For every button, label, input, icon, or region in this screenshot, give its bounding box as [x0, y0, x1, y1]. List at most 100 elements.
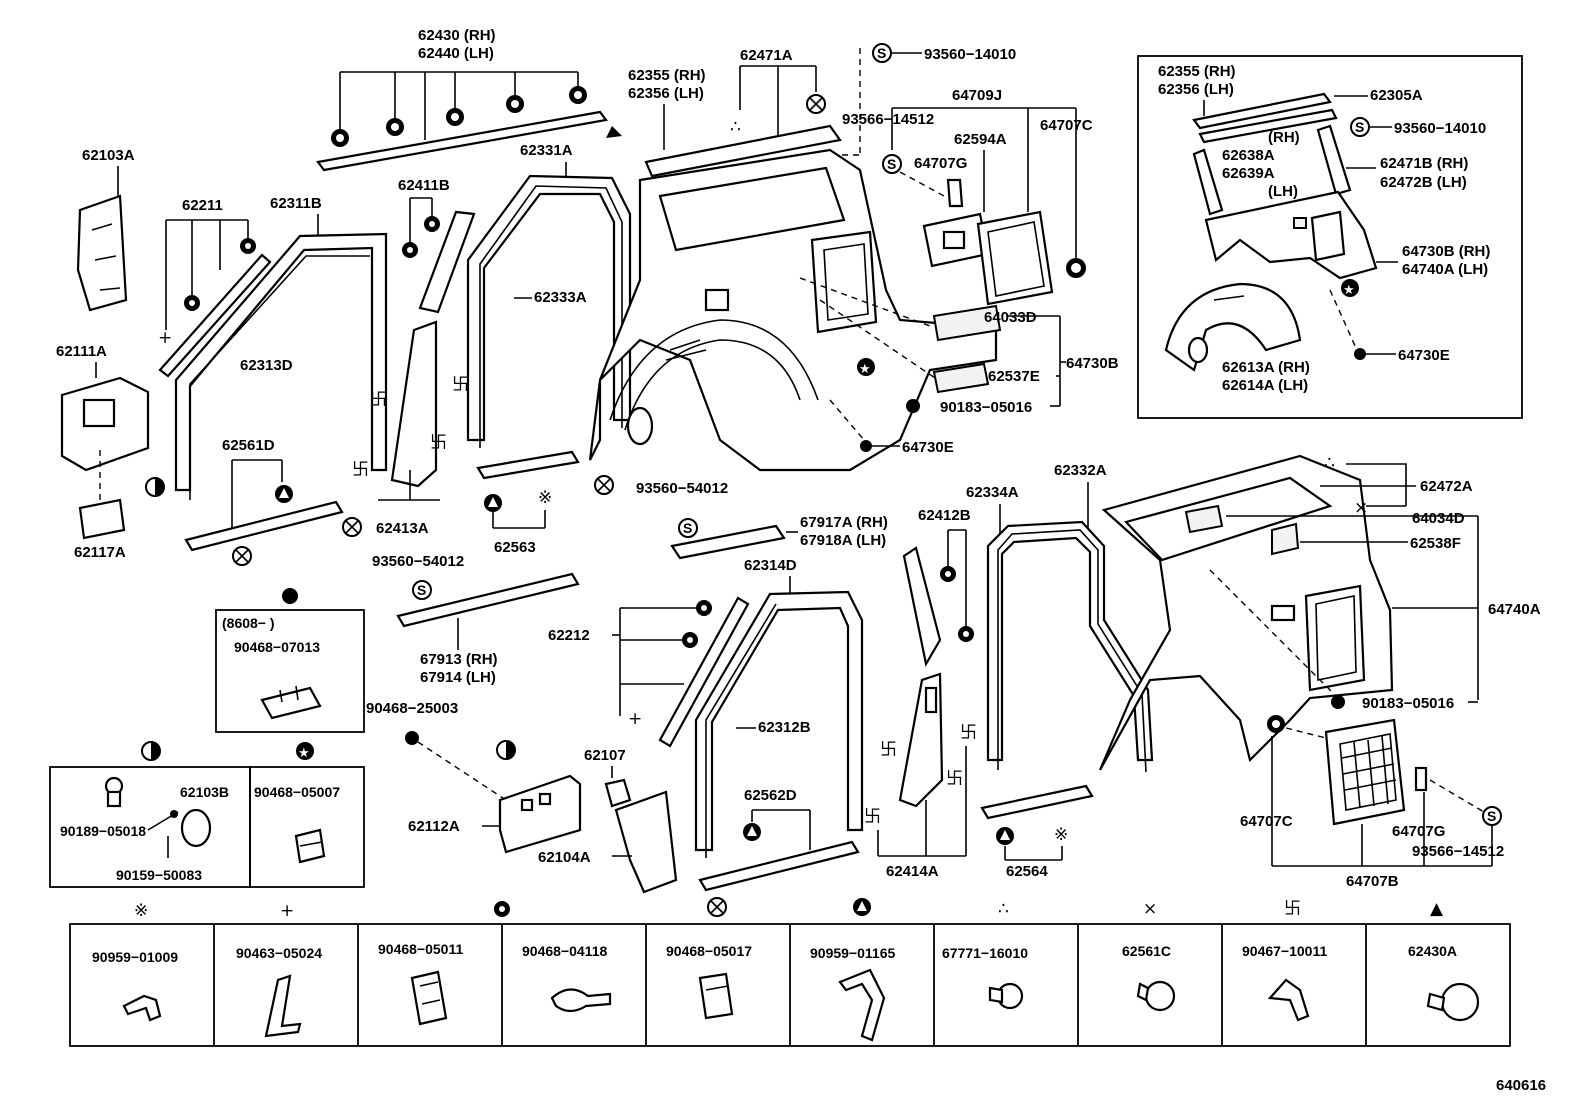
callout-c37: 62472A	[1420, 478, 1473, 495]
inset-3: ★ 90468−05007	[249, 742, 365, 888]
callout-c10: 62471A	[740, 47, 793, 64]
callout-c26: 62413A	[376, 520, 429, 537]
svg-text:卐: 卐	[352, 460, 369, 480]
callout-c1: 62430 (RH)	[418, 27, 496, 44]
inset-3-part: 90468−05007	[254, 784, 340, 800]
callout-c42: 67914 (LH)	[420, 669, 496, 686]
svg-text:★: ★	[859, 362, 871, 377]
callout-c60: 93560−14010	[1394, 120, 1486, 137]
callout-c21: 64730B	[1066, 355, 1119, 372]
svg-text:S: S	[417, 582, 426, 598]
rh-lh-inset: 62355 (RH) 62356 (LH) 62305A S 93560−140…	[1137, 55, 1523, 419]
part-67917a: 93560−54012 S 67917A (RH) 67918A (LH)	[636, 480, 888, 560]
callout-c57: 62355 (RH)	[1158, 63, 1236, 80]
legend-part-4: 90468−04118	[522, 943, 607, 959]
callout-c63: 62639A	[1222, 165, 1275, 182]
callout-c30: 93560−54012	[636, 480, 728, 497]
svg-text:+: +	[158, 328, 172, 348]
callout-c48: 62104A	[538, 849, 591, 866]
callout-c66: 62472B (LH)	[1380, 174, 1467, 191]
legend-symbol-3	[494, 901, 510, 917]
svg-text:S: S	[683, 520, 692, 536]
callout-c41: 67913 (RH)	[420, 651, 498, 668]
callout-c38: 64034D	[1412, 510, 1465, 527]
part-62112a: 90468−25003 62112A	[366, 700, 582, 854]
svg-text:卐: 卐	[946, 769, 963, 789]
callout-c36: 62332A	[1054, 462, 1107, 479]
callout-c24: 64730E	[902, 439, 954, 456]
part-67913: 93560−54012 S 67913 (RH) 67914 (LH)	[372, 553, 580, 686]
callout-c70: 62613A (RH)	[1222, 359, 1310, 376]
callout-c35: 62334A	[966, 484, 1019, 501]
svg-text:∴: ∴	[1324, 453, 1335, 473]
callout-c54: 64707G	[1392, 823, 1445, 840]
part-62334a: 62334A 62332A	[966, 462, 1154, 773]
part-62563: ※ 62563	[476, 450, 614, 556]
callout-c4: 62211	[182, 197, 223, 214]
callout-c13: 64709J	[952, 87, 1002, 104]
legend-part-7: 67771−16010	[942, 945, 1028, 961]
callout-c65: 62471B (RH)	[1380, 155, 1468, 172]
callout-c27: 62117A	[74, 544, 126, 561]
callout-c69: 64730E	[1398, 347, 1450, 364]
inset-1-symbol	[282, 588, 298, 604]
callout-c16: 64707G	[914, 155, 967, 172]
roof-rail-group: 62430 (RH) 62440 (LH)	[316, 27, 622, 172]
inset-1-note: (8608− )	[222, 615, 275, 631]
svg-text:卐: 卐	[452, 375, 469, 395]
inset-1-part: 90468−07013	[234, 639, 320, 655]
inset-1: (8608− ) 90468−07013	[215, 588, 365, 733]
callout-c23: 90183−05016	[940, 399, 1032, 416]
callout-c19: 62313D	[240, 357, 293, 374]
callout-c67: 64730B (RH)	[1402, 243, 1490, 260]
svg-text:卐: 卐	[864, 807, 881, 827]
callout-c22: 62537E	[988, 368, 1040, 385]
callout-c50: 62414A	[886, 863, 939, 880]
svg-text:※: ※	[538, 488, 552, 508]
part-62411b: 62411B 卐 卐 卐 卐 62413A	[352, 177, 476, 537]
callout-c52: 90183−05016	[1362, 695, 1454, 712]
legend-symbol-8: ×	[1143, 899, 1157, 919]
part-62211: 62211 +	[158, 197, 272, 378]
inset-2-part-c: 90159−50083	[116, 867, 202, 883]
part-62111a: 62111A 62117A	[56, 343, 165, 561]
legend-symbol-5	[707, 897, 727, 917]
legend-part-3: 90468−05011	[378, 941, 463, 957]
legend-part-5: 90468−05017	[666, 943, 752, 959]
legend-part-1: 90959−01009	[92, 949, 178, 965]
callout-c59: 62305A	[1370, 87, 1423, 104]
callout-c53: 64707C	[1240, 813, 1293, 830]
callout-c2: 62440 (LH)	[418, 45, 494, 62]
svg-text:×: ×	[1354, 498, 1368, 518]
callout-c11: 93560−14010	[924, 46, 1016, 63]
legend-symbol-6	[853, 898, 871, 916]
quarter-panel-lh: ∴ 62472A × 64034D 62538F 64740A 90183−05…	[1098, 453, 1541, 771]
part-62311b: 62311B 62313D	[174, 195, 388, 500]
callout-c68: 64740A (LH)	[1402, 261, 1488, 278]
fastener-legend: ※ + ∴ × 卐 ▲ 90959−01009 90463−05024 9046…	[69, 897, 1511, 1047]
callout-c62: 62638A	[1222, 147, 1275, 164]
part-64707b: S 64707C 64707G 93566−14512 64707B	[1240, 715, 1504, 890]
callout-c71: 62614A (LH)	[1222, 377, 1308, 394]
inset-2-part-b: 90189−05018	[60, 823, 146, 839]
svg-text:S: S	[1487, 808, 1496, 824]
callout-c55: 93566−14512	[1412, 843, 1504, 860]
legend-part-9: 90467−10011	[1242, 943, 1327, 959]
quarter-panel: 62355 (RH) 62356 (LH) 62471A ∴	[588, 47, 998, 472]
part-62561d: 62561D	[184, 437, 362, 566]
svg-text:卐: 卐	[370, 390, 387, 410]
callout-c5: 62311B	[270, 195, 322, 212]
callout-c49: 62562D	[744, 787, 797, 804]
callout-c9: 62356 (LH)	[628, 85, 704, 102]
legend-part-6: 90959−01165	[810, 945, 895, 961]
callout-c15: 64707C	[1040, 117, 1093, 134]
legend-symbol-9: 卐	[1284, 899, 1301, 919]
legend-symbol-2: +	[280, 901, 294, 921]
svg-text:∴: ∴	[730, 117, 741, 137]
svg-text:卐: 卐	[880, 740, 897, 760]
part-62107: 62107 62104A	[538, 747, 678, 894]
callout-c47: 62112A	[408, 818, 460, 835]
part-62103a: 62103A	[76, 147, 135, 312]
legend-part-8: 62561C	[1122, 943, 1171, 959]
callout-c34: 62412B	[918, 507, 971, 524]
